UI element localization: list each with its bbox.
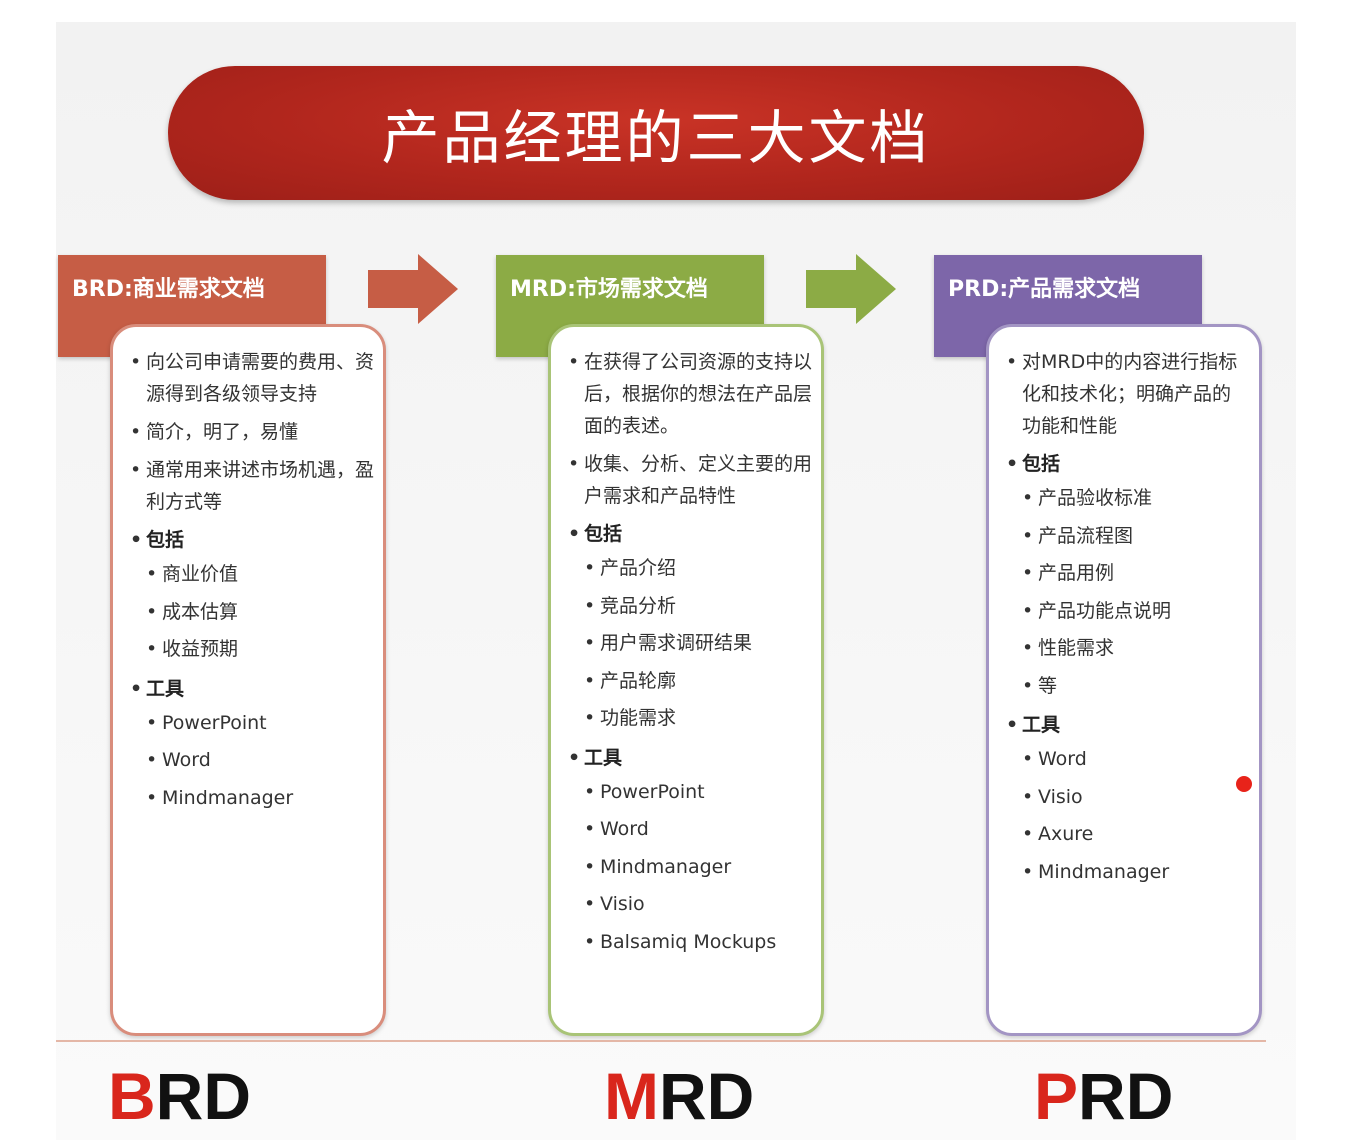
section-heading: 工具 <box>130 673 376 705</box>
section-heading: 工具 <box>568 742 814 774</box>
mrd-big-label-rest: RD <box>658 1059 755 1133</box>
prd-item-list: 对MRD中的内容进行指标化和技术化；明确产品的功能和性能包括产品验收标准产品流程… <box>1006 346 1246 891</box>
title-banner: 产品经理的三大文档 <box>168 66 1144 200</box>
brd-big-label: BRD <box>108 1058 251 1134</box>
brd-item-list: 向公司申请需要的费用、资源得到各级领导支持简介，明了，易懂通常用来讲述市场机遇，… <box>130 346 376 817</box>
list-item: 简介，明了，易懂 <box>130 416 376 448</box>
page-title: 产品经理的三大文档 <box>381 104 931 172</box>
list-item: 性能需求 <box>1006 630 1246 668</box>
list-item: 产品验收标准 <box>1006 480 1246 518</box>
list-item: Balsamiq Mockups <box>568 924 814 962</box>
brd-big-label-rest: RD <box>155 1059 251 1133</box>
prd-big-label-first: P <box>1034 1059 1079 1133</box>
list-item: Visio <box>1006 779 1246 817</box>
list-item: Word <box>1006 741 1246 779</box>
list-item: Word <box>130 742 376 780</box>
section-heading: 包括 <box>130 524 376 556</box>
arrow-right-icon <box>368 254 458 324</box>
prd-big-label-rest: RD <box>1078 1059 1174 1133</box>
list-item: 成本估算 <box>130 594 376 632</box>
list-item: Mindmanager <box>130 780 376 818</box>
list-item: 对MRD中的内容进行指标化和技术化；明确产品的功能和性能 <box>1006 346 1246 442</box>
prd-header-label: PRD:产品需求文档 <box>948 277 1141 302</box>
divider-line <box>56 1040 1266 1042</box>
list-item: 功能需求 <box>568 700 814 738</box>
list-item: 产品流程图 <box>1006 518 1246 556</box>
mrd-big-label: MRD <box>604 1058 754 1134</box>
mrd-big-label-first: M <box>604 1059 659 1133</box>
section-heading: 包括 <box>1006 448 1246 480</box>
list-item: 产品功能点说明 <box>1006 593 1246 631</box>
list-item: 竞品分析 <box>568 588 814 626</box>
list-item: 产品用例 <box>1006 555 1246 593</box>
red-dot-marker <box>1236 776 1252 792</box>
list-item: PowerPoint <box>130 705 376 743</box>
prd-big-label: PRD <box>1034 1058 1173 1134</box>
list-item: Axure <box>1006 816 1246 854</box>
list-item: Visio <box>568 886 814 924</box>
list-item: PowerPoint <box>568 774 814 812</box>
brd-header-label: BRD:商业需求文档 <box>72 277 265 302</box>
list-item: 收集、分析、定义主要的用户需求和产品特性 <box>568 448 814 512</box>
list-item: 用户需求调研结果 <box>568 625 814 663</box>
list-item: 收益预期 <box>130 631 376 669</box>
list-item: 产品介绍 <box>568 550 814 588</box>
list-item: 产品轮廓 <box>568 663 814 701</box>
list-item: 等 <box>1006 668 1246 706</box>
list-item: Mindmanager <box>1006 854 1246 892</box>
list-item: Mindmanager <box>568 849 814 887</box>
mrd-item-list: 在获得了公司资源的支持以后，根据你的想法在产品层面的表述。收集、分析、定义主要的… <box>568 346 814 961</box>
list-item: 在获得了公司资源的支持以后，根据你的想法在产品层面的表述。 <box>568 346 814 442</box>
list-item: 商业价值 <box>130 556 376 594</box>
brd-big-label-first: B <box>108 1059 156 1133</box>
section-heading: 包括 <box>568 518 814 550</box>
arrow-right-icon <box>806 254 896 324</box>
mrd-header-label: MRD:市场需求文档 <box>510 277 708 302</box>
list-item: Word <box>568 811 814 849</box>
list-item: 向公司申请需要的费用、资源得到各级领导支持 <box>130 346 376 410</box>
section-heading: 工具 <box>1006 709 1246 741</box>
list-item: 通常用来讲述市场机遇，盈利方式等 <box>130 454 376 518</box>
